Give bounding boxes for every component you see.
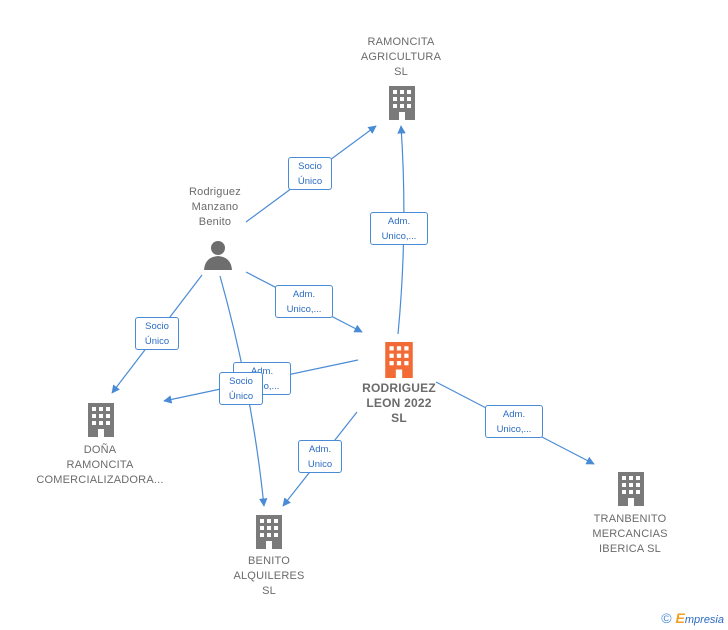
node-label-line: RODRIGUEZ (362, 381, 436, 395)
edge-label-line: Unico,... (381, 231, 417, 242)
edge-label-line: Adm. (387, 216, 411, 227)
edge-label-line: Adm. (292, 289, 316, 300)
edge-label-leon-tranbenito[interactable]: Adm. Unico,... (485, 405, 543, 438)
node-label-ramoncita-agricultura[interactable]: RAMONCITA AGRICULTURA SL (340, 35, 462, 80)
building-icon[interactable] (388, 86, 416, 120)
node-label-line: LEON 2022 (366, 396, 432, 410)
edge-label-line: Socio (229, 376, 253, 387)
building-icon[interactable] (255, 515, 283, 549)
edge-label-person-dona[interactable]: Socio Único (135, 317, 179, 350)
edge-label-line: Adm. (308, 444, 332, 455)
node-label-line: SL (262, 585, 276, 597)
edge-label-line: Adm. (502, 409, 526, 420)
edge-label-person-benito[interactable]: Socio Único (219, 372, 263, 405)
building-icon[interactable] (384, 342, 414, 378)
edge-label-line: Socio (145, 321, 169, 332)
empresia-watermark: ©Empresia (661, 610, 724, 626)
edge-label-line: Único (297, 176, 323, 187)
node-label-line: RAMONCITA (367, 36, 435, 48)
edge-label-line: Unico (307, 459, 333, 470)
node-label-line: COMERCIALIZADORA... (36, 474, 164, 486)
edge-label-line: Unico,... (496, 424, 532, 435)
node-label-line: BENITO (248, 555, 290, 567)
brand-logo-text: mpresia (684, 614, 724, 626)
node-label-line: IBERICA SL (599, 543, 661, 555)
node-label-line: DOÑA (83, 444, 117, 456)
brand-logo-initial: E (675, 610, 685, 626)
node-label-line: AGRICULTURA (360, 51, 442, 63)
node-label-line: ALQUILERES (233, 570, 305, 582)
building-icon[interactable] (87, 403, 115, 437)
node-label-line: SL (394, 66, 408, 78)
building-icon[interactable] (617, 472, 645, 506)
edge-label-line: Unico,... (286, 304, 322, 315)
node-label-line: MERCANCIAS (592, 528, 668, 540)
node-label-rodriguez-manzano-benito[interactable]: Rodriguez Manzano Benito (160, 185, 270, 230)
edge-label-line: Único (144, 336, 170, 347)
node-label-line: TRANBENITO (593, 513, 667, 525)
node-label-rodriguez-leon-2022[interactable]: RODRIGUEZ LEON 2022 SL (344, 381, 454, 426)
edge-label-leon-ramoncita[interactable]: Adm. Unico,... (370, 212, 428, 245)
edge-label-line: Socio (298, 161, 322, 172)
node-label-dona-ramoncita[interactable]: DOÑA RAMONCITA COMERCIALIZADORA... (30, 443, 170, 488)
edge-label-leon-benito[interactable]: Adm. Unico (298, 440, 342, 473)
edge-label-line: Adm. (250, 366, 274, 377)
node-label-line: Manzano (191, 201, 239, 213)
node-label-benito-alquileres[interactable]: BENITO ALQUILERES SL (214, 554, 324, 599)
node-label-tranbenito[interactable]: TRANBENITO MERCANCIAS IBERICA SL (574, 512, 686, 557)
edge-label-line: Único (228, 391, 254, 402)
node-label-line: Rodriguez (189, 186, 241, 198)
copyright-symbol: © (661, 610, 672, 626)
person-icon[interactable] (203, 240, 233, 270)
edge-label-person-ramoncita[interactable]: Socio Único (288, 157, 332, 190)
node-label-line: Benito (198, 216, 232, 228)
node-label-line: SL (391, 411, 407, 425)
edge-label-person-leon[interactable]: Adm. Unico,... (275, 285, 333, 318)
node-label-line: RAMONCITA (66, 459, 134, 471)
